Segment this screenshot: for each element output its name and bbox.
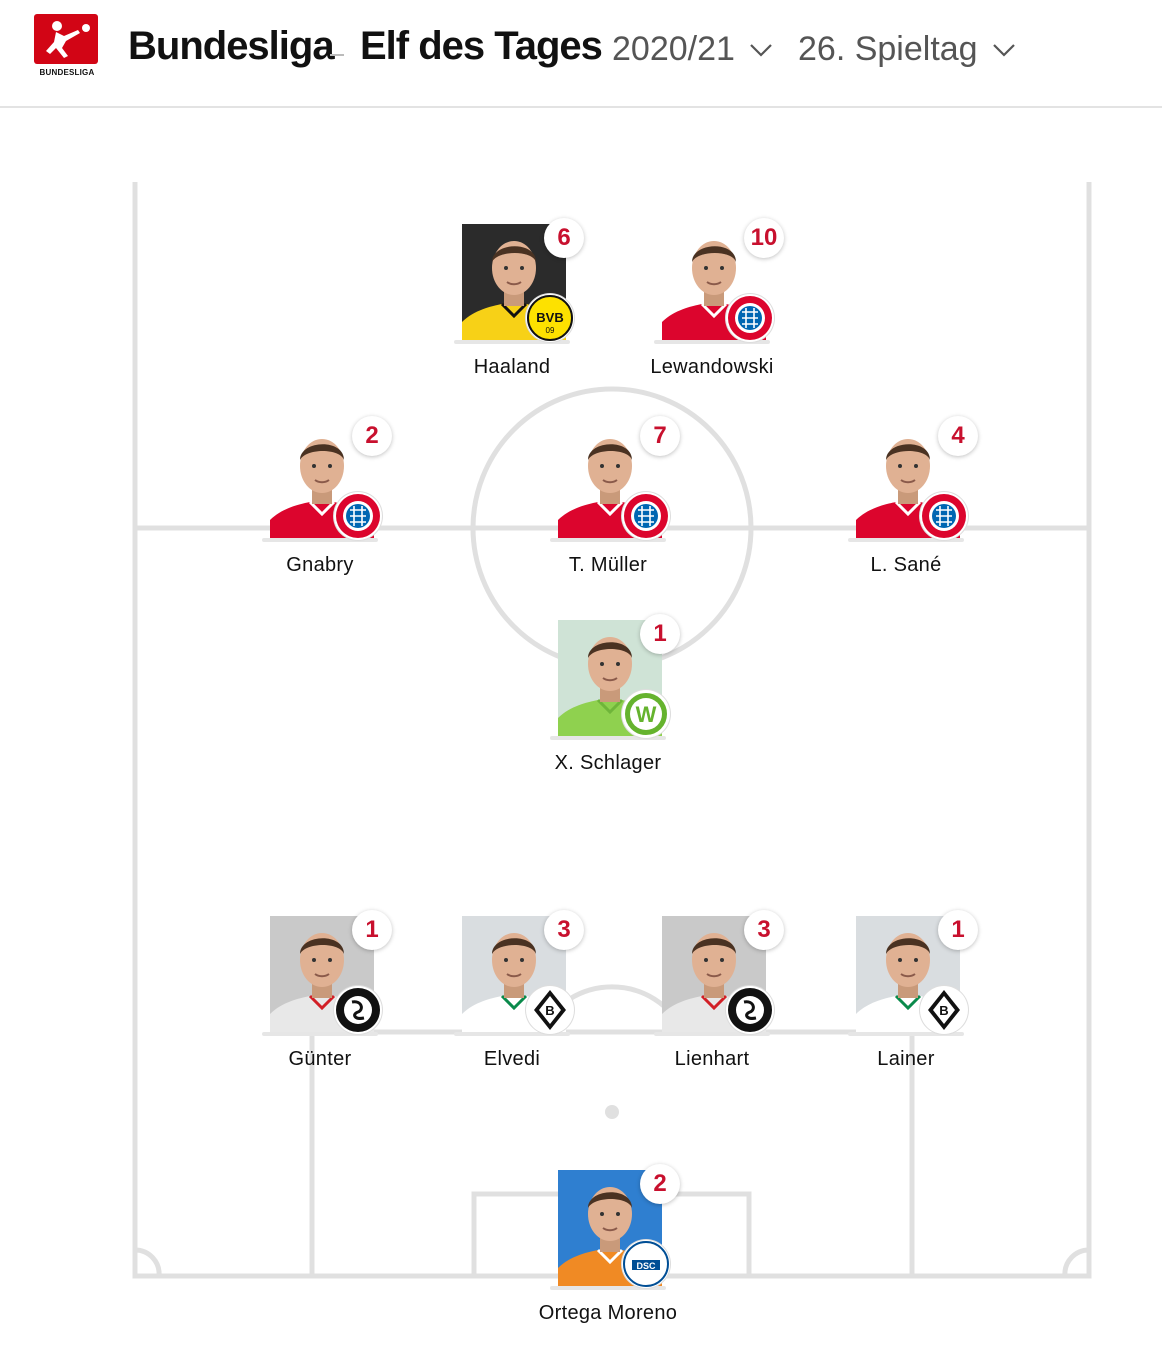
player-name: L. Sané bbox=[870, 554, 942, 576]
selection-count-badge: 4 bbox=[938, 416, 978, 456]
freiburg-crest-icon bbox=[726, 986, 774, 1034]
chevron-down-icon bbox=[992, 43, 1015, 57]
selection-count-badge: 2 bbox=[352, 416, 392, 456]
player-card[interactable]: 7 T. Müller bbox=[508, 416, 708, 582]
player-photo-wrap: 2 bbox=[262, 416, 392, 542]
player-photo bbox=[662, 224, 766, 340]
player-name: Ortega Moreno bbox=[538, 1302, 678, 1324]
player-photo-wrap: 7 bbox=[550, 416, 680, 542]
freiburg-crest-icon bbox=[334, 986, 382, 1034]
photo-underline bbox=[454, 1032, 570, 1036]
selection-count-badge: 3 bbox=[544, 910, 584, 950]
svg-text:DSC: DSC bbox=[636, 1261, 656, 1271]
selection-count-badge: 6 bbox=[544, 218, 584, 258]
corner-arc-left bbox=[134, 1247, 162, 1277]
player-name: T. Müller bbox=[568, 554, 648, 576]
chevron-down-icon bbox=[750, 43, 772, 57]
page-subtitle: Elf des Tages bbox=[360, 24, 603, 68]
selection-count-badge: 1 bbox=[352, 910, 392, 950]
photo-underline bbox=[848, 1032, 964, 1036]
matchday-dropdown[interactable]: 26. Spieltag bbox=[798, 30, 1016, 69]
player-photo-wrap: 1 bbox=[262, 910, 392, 1036]
photo-underline bbox=[550, 538, 666, 542]
selection-count-badge: 3 bbox=[744, 910, 784, 950]
selection-count-badge: 1 bbox=[938, 910, 978, 950]
bayern-crest-icon bbox=[920, 492, 968, 540]
corner-arc-right bbox=[1062, 1247, 1090, 1277]
svg-text:B: B bbox=[939, 1003, 948, 1018]
svg-text:W: W bbox=[636, 702, 657, 727]
selection-count-badge: 1 bbox=[640, 614, 680, 654]
bayern-crest-icon bbox=[334, 492, 382, 540]
season-value: 2020/21 bbox=[612, 30, 735, 68]
player-name: Haaland bbox=[473, 356, 551, 378]
penalty-spot bbox=[605, 1105, 619, 1119]
selection-count-badge: 2 bbox=[640, 1164, 680, 1204]
bundesliga-logo[interactable]: BUNDESLIGA bbox=[34, 14, 100, 80]
photo-underline bbox=[654, 1032, 770, 1036]
player-photo-wrap: DSC 2 bbox=[550, 1164, 680, 1290]
photo-underline bbox=[262, 1032, 378, 1036]
player-photo-wrap: 3 bbox=[654, 910, 784, 1036]
player-photo bbox=[662, 916, 766, 1032]
wolfsburg-crest-icon: W bbox=[622, 690, 670, 738]
svg-text:09: 09 bbox=[546, 326, 555, 335]
logo-text: BUNDESLIGA bbox=[39, 68, 95, 77]
matchday-value: 26. Spieltag bbox=[798, 30, 978, 68]
player-name: Elvedi bbox=[483, 1048, 541, 1070]
player-photo-wrap: 4 bbox=[848, 416, 978, 542]
gladbach-crest-icon: B bbox=[920, 986, 968, 1034]
bielefeld-crest-icon: DSC bbox=[622, 1240, 670, 1288]
player-name: Lainer bbox=[877, 1048, 935, 1070]
player-name: Gnabry bbox=[286, 554, 354, 576]
player-name: Günter bbox=[288, 1048, 352, 1070]
photo-underline bbox=[654, 340, 770, 344]
selection-count-badge: 10 bbox=[744, 218, 784, 258]
photo-underline bbox=[848, 538, 964, 542]
svg-text:BVB: BVB bbox=[536, 310, 563, 325]
photo-underline bbox=[550, 1286, 666, 1290]
selection-count-badge: 7 bbox=[640, 416, 680, 456]
penalty-area bbox=[309, 1029, 915, 1276]
app-header: BUNDESLIGA Bundesliga Elf des Tages 2020… bbox=[0, 0, 1162, 108]
photo-underline bbox=[550, 736, 666, 740]
player-name: Lewandowski bbox=[650, 356, 774, 378]
player-photo-wrap: 10 bbox=[654, 218, 784, 344]
photo-underline bbox=[454, 340, 570, 344]
title-separator bbox=[330, 54, 344, 56]
gladbach-crest-icon: B bbox=[526, 986, 574, 1034]
season-dropdown[interactable]: 2020/21 bbox=[612, 30, 773, 69]
player-card[interactable]: 4 L. Sané bbox=[806, 416, 1006, 582]
page-title: Bundesliga bbox=[128, 24, 335, 68]
bayern-crest-icon bbox=[726, 294, 774, 342]
bayern-crest-icon bbox=[622, 492, 670, 540]
photo-underline bbox=[262, 538, 378, 542]
player-name: Lienhart bbox=[674, 1048, 750, 1070]
player-name: X. Schlager bbox=[554, 752, 662, 774]
bundesliga-logo-mark bbox=[34, 14, 98, 64]
svg-text:B: B bbox=[545, 1003, 554, 1018]
